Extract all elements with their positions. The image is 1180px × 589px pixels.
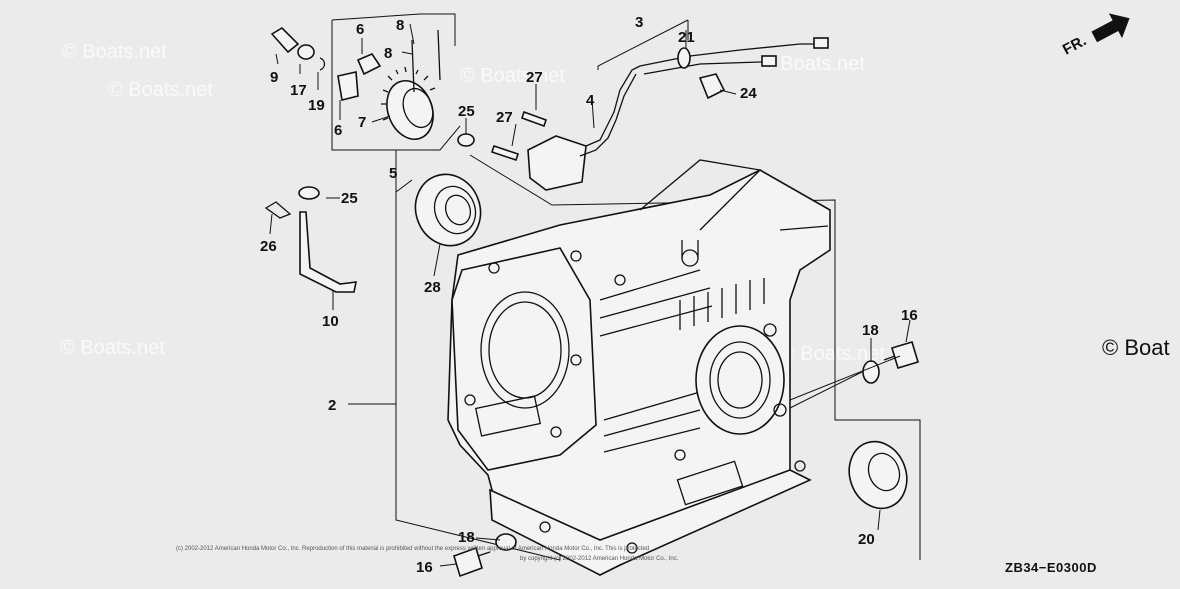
copyright-text: by copyright (c) 2002-2012 American Hond…	[520, 556, 679, 562]
governor-weight-part	[356, 53, 382, 76]
bolt-part	[520, 110, 548, 128]
watermark: © Boats.net	[60, 337, 165, 359]
washer-part	[495, 533, 517, 551]
callout-label: 4	[586, 92, 595, 109]
callout-label: 28	[424, 279, 441, 296]
washer-part	[862, 360, 880, 384]
watermark: © Boats.net	[780, 343, 885, 365]
bolt-part	[490, 144, 520, 162]
grommet-part	[698, 73, 726, 100]
crankcase	[447, 159, 831, 576]
governor-shaft-part	[299, 211, 358, 293]
watermark: © Boats.net	[62, 41, 167, 63]
clip-part	[264, 201, 292, 219]
drain-bolt-part	[453, 546, 491, 578]
ring-part	[677, 47, 691, 69]
watermark: © Boat	[1102, 335, 1170, 360]
washer-part	[298, 186, 320, 200]
front-label: FR.	[1060, 32, 1089, 58]
watermark: © Boats.net	[760, 53, 865, 75]
callout-label: 17	[290, 82, 307, 99]
callout-label: 18	[458, 529, 475, 546]
callout-label: 26	[260, 238, 277, 255]
callout-label: 9	[270, 69, 278, 86]
callout-label: 3	[635, 14, 643, 31]
callout-label: 8	[396, 17, 404, 34]
drain-bolt-part	[883, 341, 919, 369]
washer-part	[457, 133, 475, 147]
watermark: © Boats.net	[460, 65, 565, 87]
drawing-code: ZB34−E0300D	[1005, 560, 1097, 575]
bracket-lines	[469, 154, 921, 560]
clip-part	[319, 57, 326, 71]
leader-lines	[269, 23, 911, 567]
oil-seal-part	[848, 440, 908, 510]
bracket-lines	[331, 13, 461, 151]
callout-label: 5	[389, 165, 397, 182]
callout-label: 6	[356, 21, 364, 38]
callout-label: 16	[901, 307, 918, 324]
callout-label: 27	[496, 109, 513, 126]
washer-part	[297, 44, 315, 60]
callout-label: 21	[678, 29, 695, 46]
watermark: © Boats.net	[108, 79, 213, 101]
callout-label: 10	[322, 313, 339, 330]
callout-label: 25	[341, 190, 358, 207]
front-direction-indicator: FR.	[1060, 13, 1130, 59]
callout-label: 2	[328, 397, 336, 414]
callout-label: 16	[416, 559, 433, 576]
callout-label: 19	[308, 97, 325, 114]
callout-label: 20	[858, 531, 875, 548]
callout-label: 7	[358, 114, 366, 131]
oil-alert-switch-part	[527, 37, 829, 191]
bracket-lines	[597, 19, 689, 70]
callout-label: 18	[862, 322, 879, 339]
callout-label: 25	[458, 103, 475, 120]
governor-slider-part	[270, 26, 300, 54]
governor-assembly-part	[381, 29, 441, 140]
bearing-part	[414, 173, 482, 247]
callout-label: 27	[526, 69, 543, 86]
callout-label: 8	[384, 45, 392, 62]
callout-label: 24	[740, 85, 757, 102]
callout-label: 6	[334, 122, 342, 139]
copyright-text: (c) 2002-2012 American Honda Motor Co., …	[176, 546, 649, 552]
governor-weight-part	[337, 71, 359, 101]
